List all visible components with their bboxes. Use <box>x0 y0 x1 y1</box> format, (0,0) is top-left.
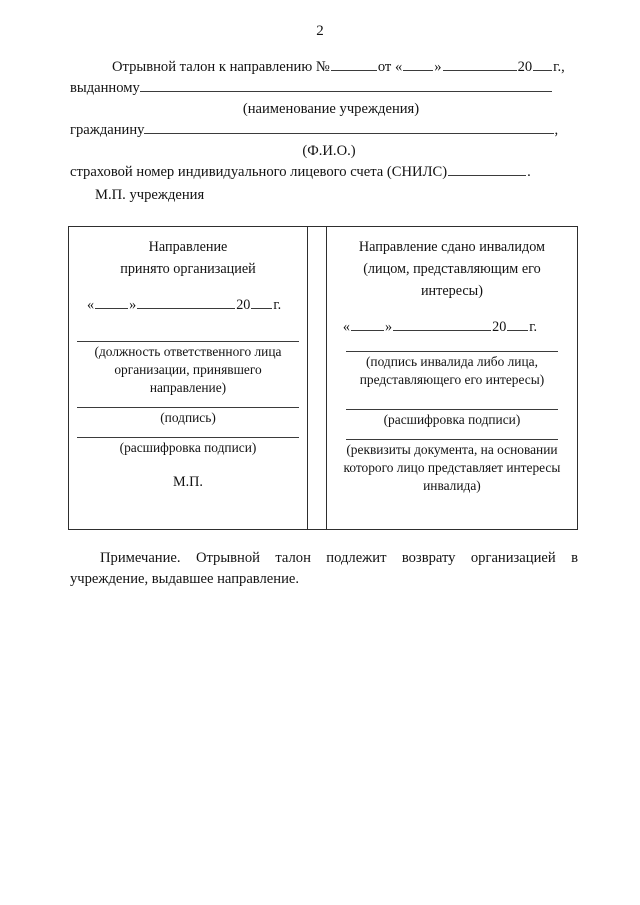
left-position-caption: (должность ответственного лица организац… <box>94 344 282 395</box>
snils-label: страховой номер индивидуального лицевого… <box>70 164 448 180</box>
right-signature-transcript-rule[interactable] <box>345 409 558 410</box>
snils-period: . <box>527 164 531 180</box>
right-signature-rule[interactable] <box>345 351 558 352</box>
right-date-open-quote: « <box>342 319 350 335</box>
left-date-year-blank[interactable] <box>251 295 273 309</box>
institution-stamp-note: М.П. учреждения <box>95 187 205 203</box>
footnote-note: Примечание. Отрывной талон подлежит возв… <box>70 550 578 587</box>
right-cell-date-row: « » 20 г. <box>335 317 569 337</box>
right-date-year-prefix: 20 <box>492 319 507 335</box>
spacer <box>77 315 299 341</box>
left-cell-stamp-mark: М.П. <box>173 474 203 490</box>
left-date-day-blank[interactable] <box>95 295 129 309</box>
spacer <box>335 429 569 439</box>
header-line-referral: Отрывной талон к направлению № от « » 20 г., <box>70 57 578 78</box>
right-cell-title-line3: интересы) <box>420 283 483 299</box>
referral-year-blank[interactable] <box>533 57 553 71</box>
right-date-suffix: г. <box>529 319 538 335</box>
institution-name-blank[interactable] <box>139 78 552 92</box>
referral-number-label: Отрывной талон к направлению № <box>112 59 330 75</box>
left-date-open-quote: « <box>87 297 95 313</box>
left-date-year-prefix: 20 <box>236 297 251 313</box>
right-signature-caption: (подпись инвалида либо лица, представляю… <box>359 354 545 387</box>
header-line-snils: страховой номер индивидуального лицевого… <box>70 162 578 183</box>
left-date-close-quote: » <box>129 297 137 313</box>
year-suffix: г., <box>553 59 565 75</box>
right-document-details-caption: (реквизиты документа, на основании котор… <box>343 442 561 493</box>
right-date-month-blank[interactable] <box>393 317 492 331</box>
header-line-citizen: гражданину, <box>70 120 578 141</box>
institution-name-caption: (наименование учреждения) <box>242 101 420 117</box>
citizen-comma: , <box>554 122 559 138</box>
spacer <box>77 457 299 473</box>
issued-to-label: выданному <box>70 80 140 96</box>
right-date-day-blank[interactable] <box>351 317 384 331</box>
left-date-suffix: г. <box>273 297 282 313</box>
right-signature-transcript-caption: (расшифровка подписи) <box>383 412 521 427</box>
referral-number-blank[interactable] <box>330 57 377 71</box>
left-position-signature-rule[interactable] <box>77 341 299 342</box>
left-signature-caption: (подпись) <box>160 410 216 425</box>
citizen-name-caption: (Ф.И.О.) <box>302 143 356 159</box>
header-block: Отрывной талон к направлению № от « » 20 г.,… <box>70 57 578 183</box>
snils-blank[interactable] <box>448 162 527 176</box>
spacer <box>77 397 299 407</box>
right-cell-title-line2: (лицом, представляющим его <box>363 261 541 277</box>
spacer <box>335 337 569 351</box>
left-cell-title-line1: Направление <box>148 239 228 255</box>
referral-month-blank[interactable] <box>442 57 517 71</box>
right-date-year-blank[interactable] <box>507 317 529 331</box>
right-cell-title-line1: Направление сдано инвалидом <box>358 239 546 255</box>
right-date-close-quote: » <box>385 319 393 335</box>
referral-day-blank[interactable] <box>403 57 434 71</box>
citizen-name-blank[interactable] <box>144 120 555 134</box>
left-signature-transcript-caption: (расшифровка подписи) <box>119 440 257 455</box>
citizen-label: гражданину <box>70 122 145 138</box>
header-line-issued-to: выданному <box>70 78 578 99</box>
left-cell-date-row: « » 20 г. <box>77 295 299 315</box>
page-number: 2 <box>316 23 324 39</box>
left-signature-rule[interactable] <box>77 407 299 408</box>
left-cell-title-line2: принято организацией <box>120 261 256 277</box>
spacer <box>77 427 299 437</box>
year-prefix: 20 <box>517 59 533 75</box>
table-divider-column <box>307 227 327 529</box>
left-date-month-blank[interactable] <box>137 295 236 309</box>
right-document-details-rule[interactable] <box>345 439 558 440</box>
date-from-label: от « <box>377 59 403 75</box>
left-signature-transcript-rule[interactable] <box>77 437 299 438</box>
quote-close-glyph: » <box>434 59 442 75</box>
spacer <box>335 389 569 409</box>
table-cell-submitted-by-disabled-person: Направление сдано инвалидом (лицом, пред… <box>327 227 577 529</box>
